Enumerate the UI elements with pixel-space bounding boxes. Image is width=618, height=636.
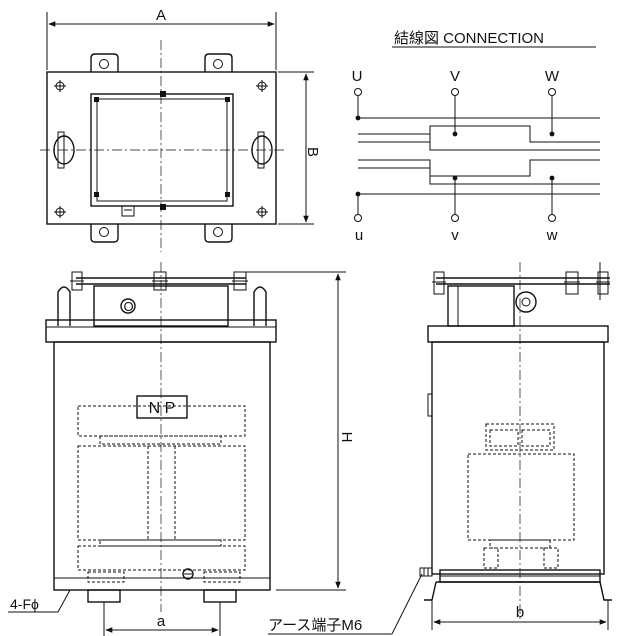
- terminal-V-label: V: [450, 68, 460, 85]
- mounting-holes-label: 4-Fϕ: [10, 596, 39, 612]
- terminal-u-label: u: [355, 227, 363, 244]
- earth-terminal-label: アース端子M6: [268, 617, 362, 634]
- front-view: N P O H a 4-Fϕ: [8, 262, 355, 636]
- dimension-b-small-label: b: [516, 604, 524, 621]
- top-view: A: [40, 7, 321, 252]
- nameplate-label: N P: [149, 400, 176, 417]
- connection-diagram: 結線図 CONNECTION U V W u v w: [352, 30, 600, 244]
- dimension-b-label: B: [304, 147, 321, 157]
- connection-dots: [355, 115, 555, 197]
- lifting-eye-mark: O: [124, 299, 134, 314]
- side-view: b アース端子M6: [268, 262, 612, 635]
- terminal-v-label: v: [451, 227, 459, 244]
- dimension-a-small-label: a: [157, 613, 166, 630]
- connection-title: 結線図 CONNECTION: [394, 30, 544, 47]
- nameplate: [136, 395, 188, 419]
- dimension-a-label: A: [156, 7, 166, 24]
- top-base-plate: [46, 71, 277, 225]
- corner-mounting-holes: [54, 80, 268, 218]
- terminal-U-label: U: [352, 68, 363, 85]
- terminal-W-label: W: [545, 68, 560, 85]
- terminal-w-label: w: [546, 227, 558, 244]
- dimension-h-label: H: [338, 432, 355, 443]
- terminal-circles: [354, 88, 556, 222]
